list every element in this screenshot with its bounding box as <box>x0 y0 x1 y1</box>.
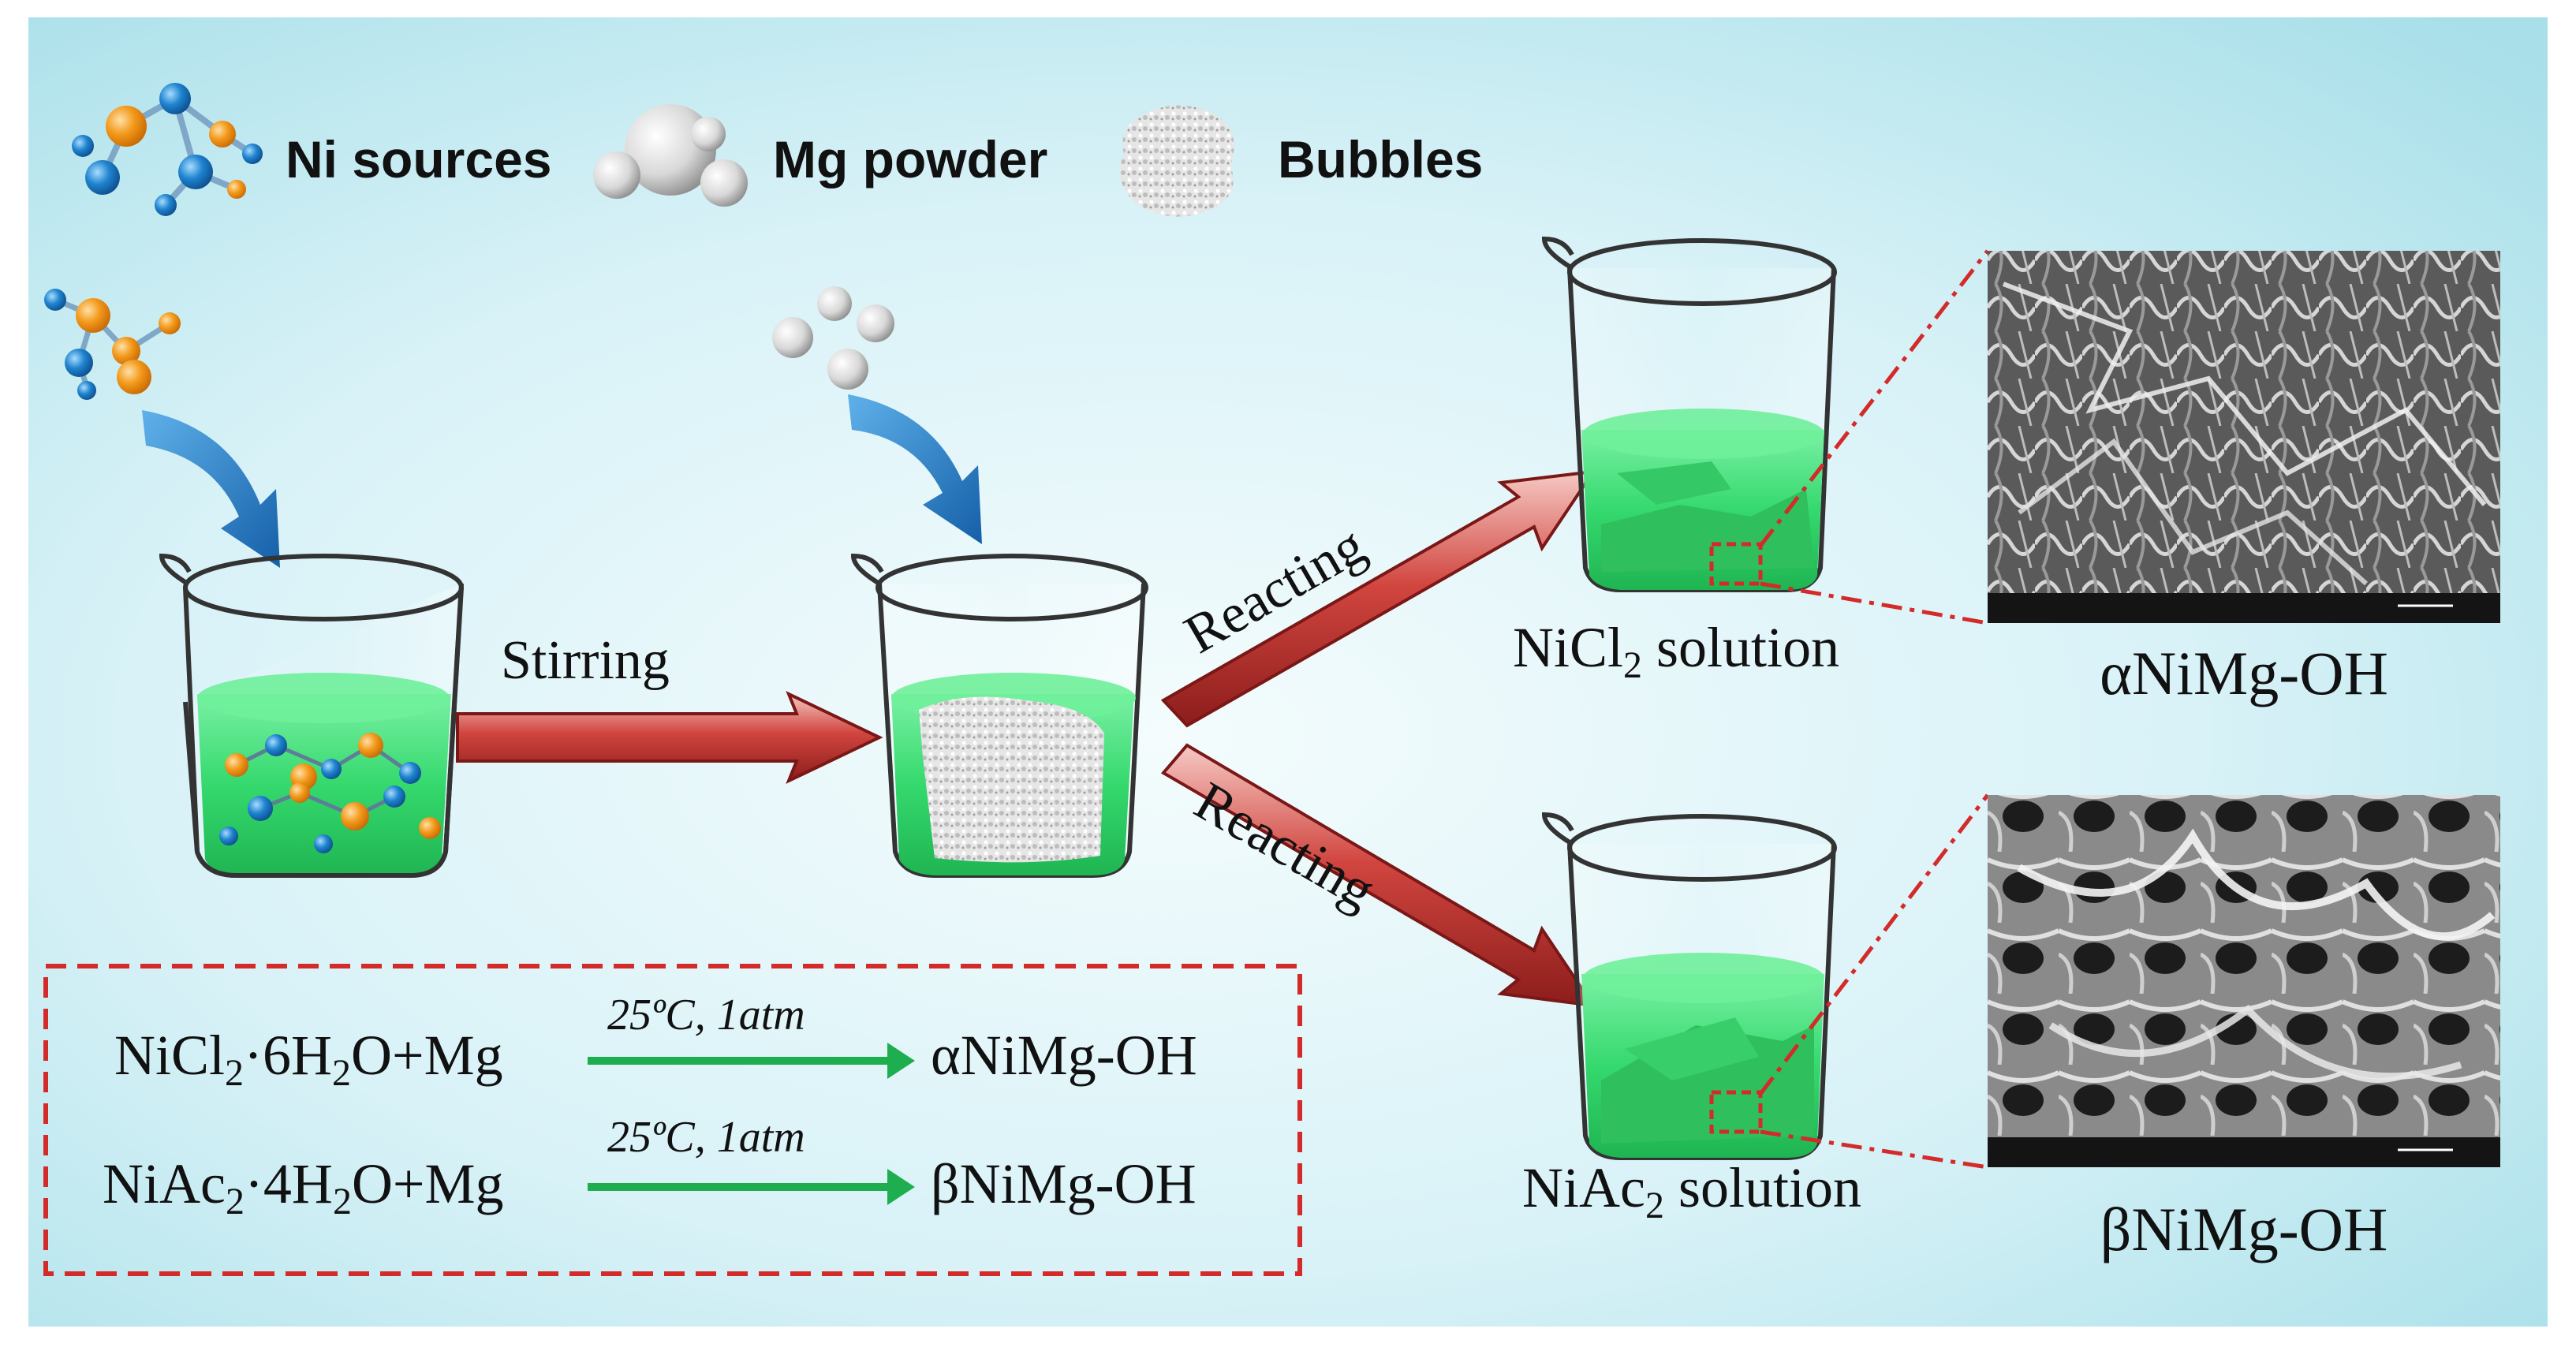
sem-image-alpha <box>1988 251 2500 623</box>
reaction-1-reactant: NiCl2·6H2O+Mg <box>114 1024 503 1094</box>
reaction-2-product: βNiMg-OH <box>931 1152 1197 1215</box>
solution-label-nicl2: NiCl2 solution <box>1513 616 1839 686</box>
beaker-2 <box>850 553 1148 878</box>
reaction-box <box>43 964 1302 1276</box>
bubbles-icon <box>1120 105 1234 217</box>
reacting-arrow-top <box>1160 469 1597 728</box>
stirring-arrow <box>456 690 883 785</box>
falling-mg-powder <box>772 286 894 390</box>
reaction-1-arrow <box>588 1043 915 1079</box>
blue-arrow-2 <box>848 394 982 544</box>
reaction-2-reactant: NiAc2·4H2O+Mg <box>103 1152 504 1222</box>
step-label-stirring: Stirring <box>501 630 670 691</box>
molecule-icon <box>72 83 263 216</box>
blue-arrow-1 <box>142 410 280 568</box>
solution-label-niac2: NiAc2 solution <box>1522 1156 1861 1226</box>
legend-label-ni-sources: Ni sources <box>286 130 551 188</box>
reacting-arrow-bottom <box>1160 743 1597 1008</box>
reaction-2-arrow <box>588 1169 915 1205</box>
legend-label-bubbles: Bubbles <box>1278 130 1483 188</box>
beaker-niac2 <box>1541 812 1837 1160</box>
reaction-1-condition: 25ºC, 1atm <box>607 991 805 1039</box>
beaker-nicl2 <box>1541 236 1837 592</box>
legend-label-mg-powder: Mg powder <box>773 130 1047 188</box>
falling-ni-source <box>44 289 181 400</box>
sem-image-beta <box>1988 795 2500 1167</box>
reaction-2-condition: 25ºC, 1atm <box>607 1113 805 1162</box>
reaction-1-product: αNiMg-OH <box>931 1024 1197 1087</box>
product-label-beta: βNiMg-OH <box>2100 1195 2388 1263</box>
zoom-connectors <box>1759 249 1989 1170</box>
beaker-1 <box>159 553 464 878</box>
zoom-box-top <box>1709 542 1763 586</box>
spheres-icon <box>593 104 748 207</box>
zoom-box-bottom <box>1709 1090 1763 1134</box>
product-label-alpha: αNiMg-OH <box>2100 639 2388 707</box>
legend: Ni sources Mg powder Bubbles <box>72 83 1483 217</box>
